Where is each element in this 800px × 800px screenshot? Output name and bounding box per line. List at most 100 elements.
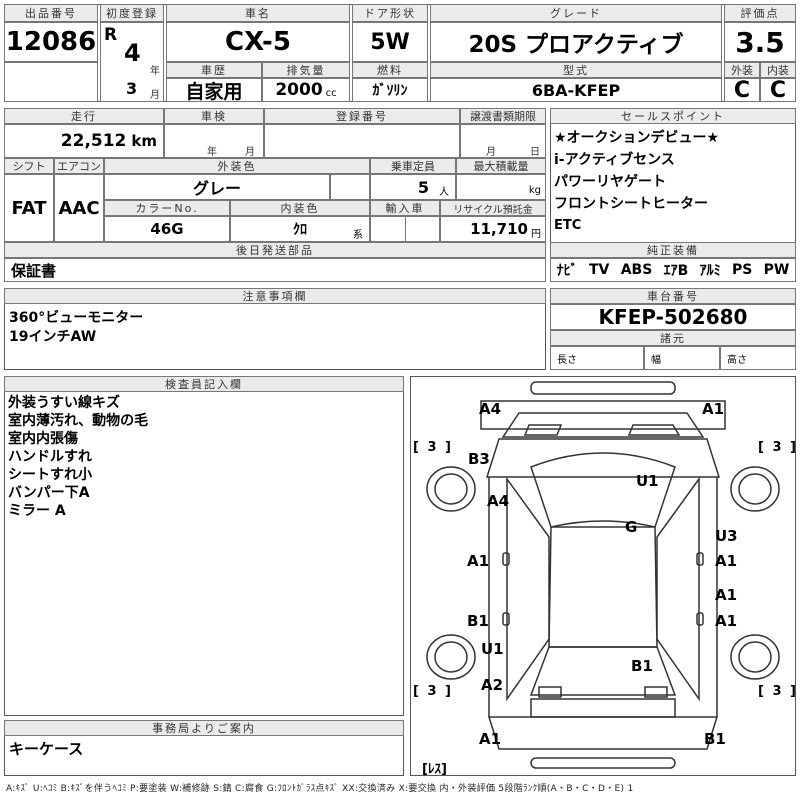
inspector-line: ハンドルすれ (8, 449, 92, 465)
damage-mark: A1 (467, 552, 490, 570)
shift-label: シフト (4, 158, 54, 174)
tire-tread: [ 3 ] (413, 440, 453, 455)
transfer-month-unit: 月 (486, 147, 496, 158)
registration-number (264, 124, 460, 158)
recycle-fee-box: 11,710 円 (440, 216, 546, 242)
exterior-grade-label: 外装 (724, 62, 760, 78)
first-registration-year: 4 (124, 39, 141, 67)
sales-point: i-アクティブセンス (554, 152, 675, 168)
car-name: CX-5 (166, 22, 350, 62)
later-parts: 保証書 (4, 258, 546, 282)
damage-mark: U1 (481, 640, 504, 658)
model-code: 6BA-KFEP (430, 78, 722, 102)
grade-label: グレード (430, 4, 722, 22)
damage-mark: G (625, 518, 638, 536)
mileage-box: 22,512 km (4, 124, 164, 158)
equipment-item: ｱﾙﾐ (699, 263, 721, 279)
grade: 20S プロアクティブ (430, 22, 722, 62)
equipment-item: ﾅﾋﾞ (556, 263, 578, 279)
interior-color-box: ｸﾛ 系 (230, 216, 370, 242)
exterior-color: グレー (104, 174, 330, 200)
damage-mark: A1 (702, 400, 725, 418)
chassis-number-label: 車台番号 (550, 288, 796, 304)
max-load-unit: kg (528, 184, 541, 196)
max-load-label: 最大積載量 (456, 158, 546, 174)
month-unit: 月 (150, 90, 160, 101)
vehicle-history: 自家用 (166, 78, 262, 102)
displacement: 2000 cc (262, 78, 350, 102)
recycle-fee: 11,710 (470, 220, 528, 238)
lot-number-label: 出品番号 (4, 4, 98, 22)
exterior-grade: C (724, 78, 760, 102)
transfer-deadline-box (460, 124, 546, 158)
registration-number-label: 登録番号 (264, 108, 460, 124)
inspection-month-unit: 月 (245, 147, 255, 158)
recycle-fee-label: リサイクル預託金 (440, 200, 546, 216)
interior-grade-label: 内装 (760, 62, 796, 78)
damage-mark: B1 (631, 657, 653, 675)
mileage-unit: km (131, 132, 157, 150)
aircon: AAC (54, 174, 104, 242)
damage-mark: B3 (468, 450, 490, 468)
damage-mark: A1 (715, 586, 738, 604)
transfer-day-unit: 日 (530, 147, 540, 158)
sales-point: フロントシートヒーター (554, 196, 708, 212)
capacity-unit: 人 (439, 186, 449, 198)
interior-color-unit: 系 (353, 230, 363, 241)
inspection-year-unit: 年 (207, 147, 217, 158)
inspection-box (164, 124, 264, 158)
tire-tread: [ 3 ] (758, 440, 798, 455)
equipment-list: ﾅﾋﾞ TV ABS ｴｱB ｱﾙﾐ PS PW (550, 258, 796, 282)
spec-height-box: 高さ (720, 346, 796, 370)
equipment-item: ｴｱB (663, 263, 689, 279)
later-parts-label: 後日発送部品 (4, 242, 546, 258)
car-outline (426, 381, 780, 769)
lot-number-blank (4, 62, 98, 102)
spec-length-box: 長さ (550, 346, 644, 370)
import-label: 輸入車 (370, 200, 440, 216)
sales-point: パワーリヤゲート (554, 174, 666, 190)
inspector-line: バンパー下A (8, 485, 90, 501)
equipment-item: TV (588, 262, 610, 278)
damage-mark: A1 (715, 552, 738, 570)
equipment-item: PW (763, 262, 790, 278)
recycle-fee-unit: 円 (531, 228, 541, 240)
first-registration-box (100, 22, 164, 102)
inspector-line: 室内薄汚れ、動物の毛 (8, 413, 149, 429)
inspector-line: 室内内張傷 (8, 431, 78, 447)
first-registration-label: 初度登録 (100, 4, 164, 22)
damage-mark: U1 (636, 472, 659, 490)
damage-mark: B1 (704, 730, 726, 748)
lot-number: 12086 (4, 22, 98, 62)
first-registration-month: 3 (126, 79, 138, 98)
score-label: 評価点 (724, 4, 796, 22)
spec-width-box: 幅 (644, 346, 720, 370)
overall-score: 3.5 (724, 22, 796, 62)
inspector-line: ミラー A (8, 503, 66, 519)
spec-length-label: 長さ (557, 354, 577, 366)
equipment-item: ABS (620, 262, 653, 278)
door-type-label: ドア形状 (352, 4, 428, 22)
legend: A:ｷｽﾞ U:ﾍｺﾐ B:ｷｽﾞを伴うﾍｺﾐ P:要塗装 W:補修跡 S:錆 … (6, 784, 634, 794)
note-line: 19インチAW (9, 329, 97, 345)
notes-label: 注意事項欄 (4, 288, 546, 304)
model-label: 型式 (430, 62, 722, 78)
era: R (104, 25, 118, 45)
equipment-item: PS (731, 262, 753, 278)
import-divider (405, 216, 440, 242)
office-note: キーケース (9, 740, 84, 758)
capacity-label: 乗車定員 (370, 158, 456, 174)
damage-mark: A2 (481, 676, 504, 694)
displacement-unit: cc (325, 87, 337, 99)
damage-mark: U3 (715, 527, 738, 545)
sales-points-label: セールスポイント (550, 108, 796, 124)
year-unit: 年 (150, 66, 160, 77)
damage-mark: A1 (479, 730, 502, 748)
chassis-number: KFEP-502680 (550, 304, 796, 330)
sales-point: ★オークションデビュー★ (554, 130, 720, 146)
shift: FAT (4, 174, 54, 242)
sales-point: ETC (554, 218, 582, 233)
inspector-line: 外装うすい線キズ (8, 395, 120, 411)
spare-tire: [ﾚｽ] (422, 762, 447, 777)
inspector-label: 検査員記入欄 (4, 376, 404, 392)
